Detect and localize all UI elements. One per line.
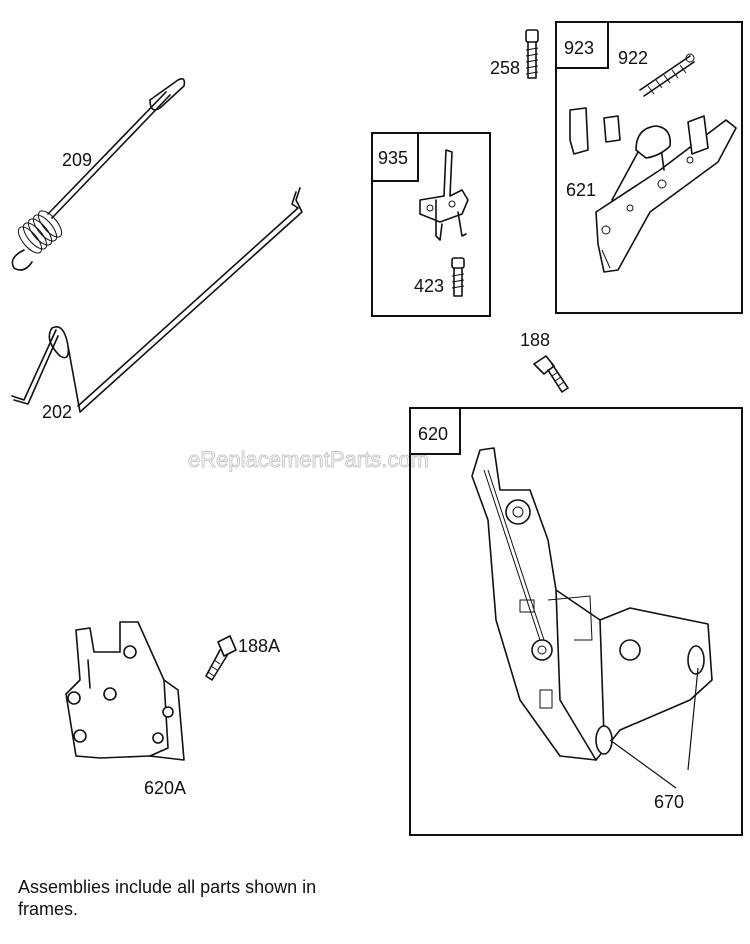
frame-923 xyxy=(555,21,743,314)
label-620: 620 xyxy=(418,424,448,444)
label-620A: 620A xyxy=(144,778,186,798)
leader-670-b xyxy=(687,667,699,771)
label-935: 935 xyxy=(378,148,408,168)
label-202: 202 xyxy=(42,402,72,422)
watermark: eReplacementParts.com xyxy=(188,447,429,472)
part-621-governor-assembly[interactable] xyxy=(569,107,737,273)
frame-935 xyxy=(371,132,491,317)
frame-620 xyxy=(409,407,743,836)
label-258: 258 xyxy=(490,58,520,78)
part-620-control-bracket-assembly[interactable] xyxy=(471,447,713,761)
part-922-spring[interactable] xyxy=(639,53,695,97)
part-620A-plate[interactable] xyxy=(65,621,185,761)
label-188A: 188A xyxy=(238,636,280,656)
part-209-spring[interactable] xyxy=(11,78,186,271)
label-423: 423 xyxy=(414,276,444,296)
part-935-bracket[interactable] xyxy=(419,149,469,241)
label-209: 209 xyxy=(62,150,92,170)
part-188A-screw[interactable] xyxy=(205,635,237,681)
part-188-screw[interactable] xyxy=(533,355,569,393)
part-202-rod[interactable] xyxy=(11,187,303,413)
label-922: 922 xyxy=(618,48,648,68)
part-258-screw[interactable] xyxy=(525,29,539,79)
leader-670-a xyxy=(609,739,677,789)
label-923: 923 xyxy=(564,38,594,58)
assembly-note: Assemblies include all parts shown in fr… xyxy=(18,877,317,919)
label-188: 188 xyxy=(520,330,550,350)
part-423-screw[interactable] xyxy=(451,257,465,297)
label-670: 670 xyxy=(654,792,684,812)
label-621: 621 xyxy=(566,180,596,200)
